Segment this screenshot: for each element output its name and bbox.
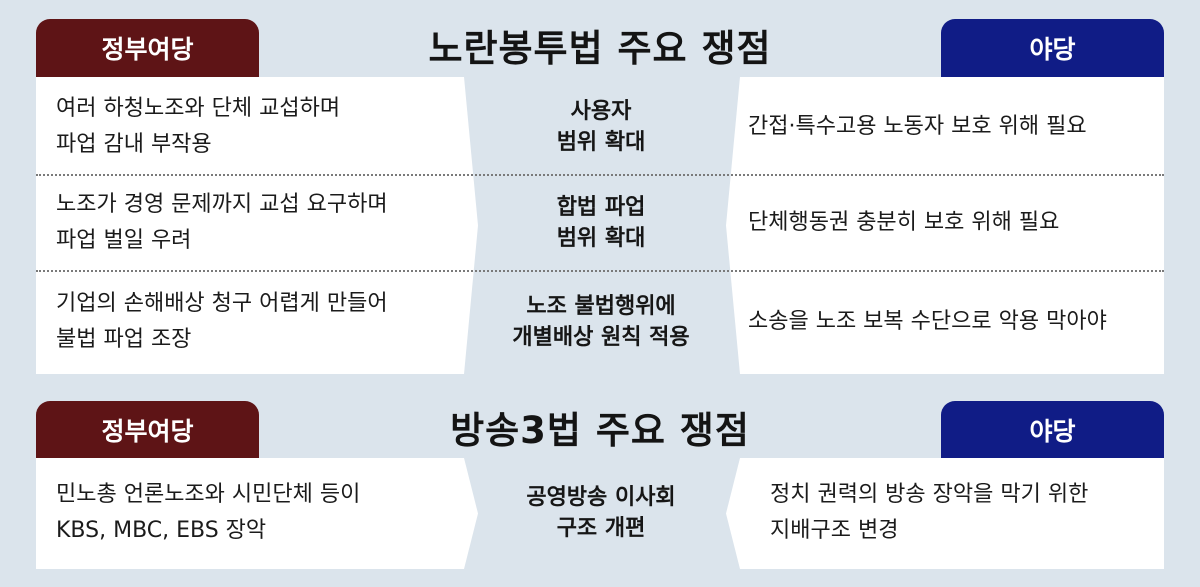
issue-label: 노조 불법행위에 개별배상 원칙 적용 <box>490 272 712 372</box>
section-title: 방송3법 주요 쟁점 <box>450 409 750 452</box>
issue-label-line: 범위 확대 <box>556 226 646 251</box>
opposition-argument: 간접·특수고용 노동자 보호 위해 필요 <box>748 80 1158 174</box>
gov-argument: 민노총 언론노조와 시민단체 등이 KBS, MBC, EBS 장악 <box>56 460 456 566</box>
gov-party-tab: 정부여당 <box>36 401 259 459</box>
opposition-argument-line: 지배구조 변경 <box>770 518 899 543</box>
gov-argument-line: 여러 하청노조와 단체 교섭하며 <box>56 96 341 121</box>
issue-label-line: 합법 파업 <box>556 195 646 220</box>
opposition-arguments-panel <box>726 77 1164 374</box>
gov-argument-line: KBS, MBC, EBS 장악 <box>56 518 267 543</box>
issue-label: 합법 파업 범위 확대 <box>490 176 712 270</box>
issue-label: 공영방송 이사회 구조 개편 <box>490 460 712 566</box>
gov-arguments-panel <box>36 77 478 374</box>
gov-argument-line: 기업의 손해배상 청구 어렵게 만들어 <box>56 291 388 316</box>
opposition-arguments-panel <box>726 458 1164 569</box>
gov-argument: 기업의 손해배상 청구 어렵게 만들어 불법 파업 조장 <box>56 272 456 372</box>
gov-argument-line: 파업 벌일 우려 <box>56 228 192 253</box>
gov-argument-line: 민노총 언론노조와 시민단체 등이 <box>56 482 361 507</box>
opposition-argument-line: 소송을 노조 보복 수단으로 악용 막아야 <box>748 309 1107 334</box>
issue-label-line: 노조 불법행위에 <box>526 294 676 319</box>
opposition-argument: 정치 권력의 방송 장악을 막기 위한 지배구조 변경 <box>770 460 1160 566</box>
gov-argument: 노조가 경영 문제까지 교섭 요구하며 파업 벌일 우려 <box>56 176 456 270</box>
opposition-party-tab: 야당 <box>941 401 1164 459</box>
issue-label-line: 개별배상 원칙 적용 <box>512 325 690 350</box>
opposition-argument-line: 정치 권력의 방송 장악을 막기 위한 <box>770 482 1089 507</box>
opposition-argument-line: 간접·특수고용 노동자 보호 위해 필요 <box>748 114 1087 139</box>
issue-label: 사용자 범위 확대 <box>490 80 712 174</box>
opposition-party-tab: 야당 <box>941 19 1164 77</box>
section-title: 노란봉투법 주요 쟁점 <box>428 27 772 70</box>
gov-argument: 여러 하청노조와 단체 교섭하며 파업 감내 부작용 <box>56 80 456 174</box>
issue-label-line: 공영방송 이사회 <box>526 485 676 510</box>
row-divider <box>36 174 1164 176</box>
issue-label-line: 범위 확대 <box>556 130 646 155</box>
gov-argument-line: 노조가 경영 문제까지 교섭 요구하며 <box>56 192 388 217</box>
broadcasting-acts-section: 정부여당 방송3법 주요 쟁점 야당 민노총 언론노조와 시민단체 등이 KBS… <box>0 398 1200 578</box>
opposition-argument: 단체행동권 충분히 보호 위해 필요 <box>748 176 1158 270</box>
issue-label-line: 사용자 <box>570 99 632 124</box>
opposition-argument: 소송을 노조 보복 수단으로 악용 막아야 <box>748 272 1158 372</box>
gov-argument-line: 파업 감내 부작용 <box>56 132 212 157</box>
issue-label-line: 구조 개편 <box>556 516 646 541</box>
gov-party-tab: 정부여당 <box>36 19 259 77</box>
gov-argument-line: 불법 파업 조장 <box>56 327 192 352</box>
row-divider <box>36 270 1164 272</box>
opposition-argument-line: 단체행동권 충분히 보호 위해 필요 <box>748 210 1060 235</box>
yellow-envelope-act-section: 정부여당 노란봉투법 주요 쟁점 야당 여러 하청노조와 단체 교섭하며 파업 … <box>36 19 1164 374</box>
gov-arguments-panel <box>36 458 478 569</box>
